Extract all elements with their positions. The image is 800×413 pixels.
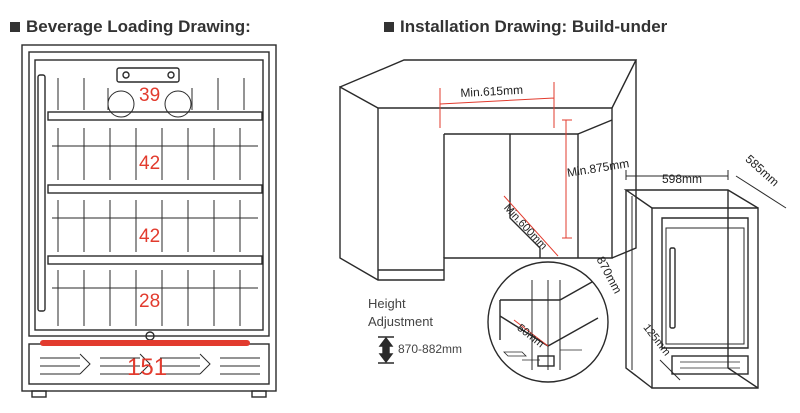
height-adjustment-arrow-icon — [378, 336, 394, 364]
top-row-capacity: 39 — [139, 85, 161, 106]
height-adjustment-label-2: Adjustment — [368, 314, 434, 329]
unit-width-label: 598mm — [662, 172, 703, 186]
shelf-3-capacity: 42 — [139, 226, 161, 247]
height-adjustment-label-1: Height — [368, 296, 406, 311]
installation-drawing-header: Installation Drawing: Build-under — [384, 17, 667, 37]
height-adjustment-range: 870-882mm — [398, 342, 463, 356]
shelf-2-capacity: 42 — [139, 153, 161, 174]
bottom-row-capacity: 28 — [139, 291, 161, 312]
installation-drawing-title: Installation Drawing: Build-under — [400, 17, 668, 36]
foot-detail-circle — [487, 261, 609, 383]
bullet-square-icon — [10, 22, 20, 32]
capacity-bar — [40, 340, 250, 346]
loading-drawing-title: Beverage Loading Drawing: — [26, 17, 251, 36]
total-capacity: 151 — [127, 354, 168, 381]
cabinet-installation-view — [339, 59, 638, 281]
wine-cooler-3d-view — [623, 189, 759, 389]
wine-cooler-front-view — [21, 44, 277, 398]
bullet-square-icon — [384, 22, 394, 32]
loading-drawing-header: Beverage Loading Drawing: — [10, 17, 251, 37]
